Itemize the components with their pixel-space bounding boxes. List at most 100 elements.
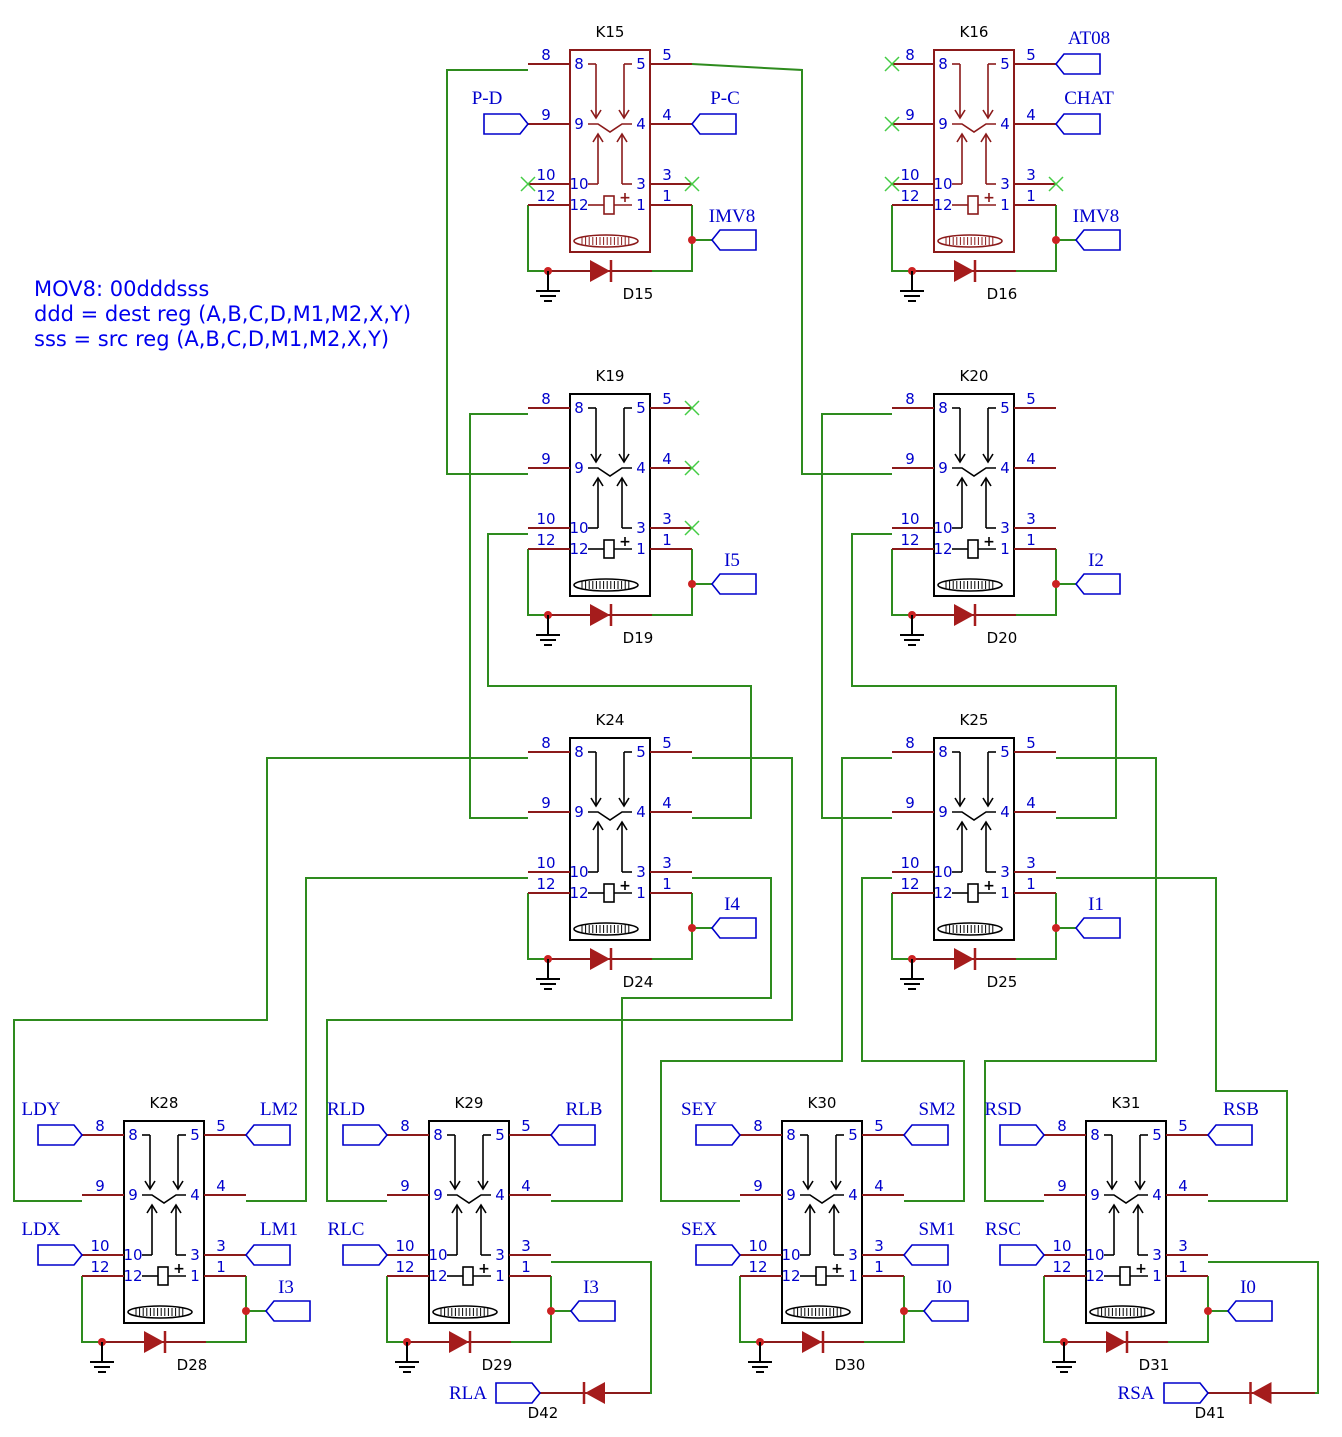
contact-arrow [592, 476, 604, 487]
pin-number-outer: 4 [662, 450, 672, 468]
contact-arrow [1108, 1203, 1120, 1214]
pin-number-inner: 8 [574, 55, 584, 73]
pin-number-inner: 4 [848, 1186, 858, 1204]
net-rsb-port [1206, 1124, 1253, 1146]
ground-symbol [395, 1342, 419, 1373]
pin-number-outer: 5 [662, 734, 672, 752]
pin-number-inner: 1 [1000, 196, 1010, 214]
wire-15 [1208, 1261, 1319, 1394]
coil-net-port [710, 229, 757, 251]
pin-number-inner: 10 [569, 175, 588, 193]
coil-symbol [603, 539, 615, 559]
pin-number-inner: 1 [1000, 884, 1010, 902]
pin-number-inner: 5 [1000, 743, 1010, 761]
diode-ref-label: D24 [623, 973, 654, 991]
pin-number-outer: 10 [395, 1237, 414, 1255]
contact-arrow [590, 797, 602, 808]
contact-arrow [828, 1203, 840, 1214]
pin-number-inner: 3 [848, 1246, 858, 1264]
junction-dot [1052, 236, 1060, 244]
contact-arrow [802, 1180, 814, 1191]
pin-number-inner: 9 [433, 1186, 443, 1204]
pin-number-outer: 10 [1052, 1237, 1071, 1255]
contact-common [952, 811, 996, 821]
pin-number-outer: 1 [662, 531, 672, 549]
net-rlc-port [342, 1244, 389, 1266]
net-label: P-C [710, 88, 740, 109]
diode-d25-triangle [954, 948, 974, 970]
diode-ref-label: D20 [987, 629, 1018, 647]
coil-plus: + [173, 1261, 185, 1277]
diode-d42-triangle [585, 1382, 605, 1404]
pin-number-inner: 3 [636, 519, 646, 537]
pin-number-outer: 4 [521, 1177, 531, 1195]
pin-number-inner: 4 [636, 803, 646, 821]
pin-number-outer: 8 [95, 1117, 105, 1135]
pin-number-inner: 5 [1000, 55, 1010, 73]
pin-number-inner: 9 [1090, 1186, 1100, 1204]
net-label: LM1 [260, 1219, 298, 1240]
diode-d15-triangle [590, 260, 610, 282]
wire-12 [984, 757, 1157, 1202]
pin-number-outer: 9 [400, 1177, 410, 1195]
diode-d30 [760, 1331, 864, 1353]
pin-number-inner: 12 [781, 1267, 800, 1285]
contact-arrow [980, 820, 992, 831]
relay-body [569, 393, 651, 597]
coil-net-label: I1 [1088, 894, 1104, 915]
coil-spring [573, 922, 639, 936]
contact-arrow [982, 109, 994, 120]
pin-number-inner: 10 [933, 519, 952, 537]
diode-d28-triangle [144, 1331, 164, 1353]
diode-ref-label: D42 [528, 1404, 559, 1422]
net-lm1-port [244, 1244, 291, 1266]
pin-number-outer: 9 [541, 794, 551, 812]
pin-number-outer: 10 [536, 510, 555, 528]
pin-number-inner: 8 [938, 55, 948, 73]
pin-number-outer: 12 [900, 531, 919, 549]
pin-number-inner: 5 [636, 743, 646, 761]
relay-body [933, 49, 1015, 253]
coil-symbol [603, 883, 615, 903]
net-label: LDX [21, 1219, 60, 1240]
pin-number-outer: 12 [900, 187, 919, 205]
relay-ref-label: K19 [596, 367, 625, 385]
relay-body [569, 49, 651, 253]
pin-number-inner: 5 [636, 399, 646, 417]
relay-body [569, 737, 651, 941]
diode-d24 [548, 948, 652, 970]
contact-common [588, 811, 632, 821]
coil-symbol [815, 1266, 827, 1286]
pin-number-outer: 12 [536, 187, 555, 205]
pin-number-inner: 12 [933, 884, 952, 902]
net-rsa-port [1163, 1382, 1210, 1404]
net-sey-port [695, 1124, 742, 1146]
pin-number-outer: 5 [1026, 46, 1036, 64]
net-label: SM2 [919, 1099, 956, 1120]
contact-arrow [956, 132, 968, 143]
diode-d31-triangle [1106, 1331, 1126, 1353]
coil-net-port [1074, 573, 1121, 595]
diode-d15 [548, 260, 652, 282]
pin-number-inner: 4 [1152, 1186, 1162, 1204]
junction-dot [688, 580, 696, 588]
pin-number-outer: 9 [905, 794, 915, 812]
pin-number-inner: 12 [569, 540, 588, 558]
pin-number-inner: 5 [848, 1126, 858, 1144]
pin-number-outer: 12 [1052, 1258, 1071, 1276]
contact-arrow [980, 476, 992, 487]
pin-number-outer: 8 [753, 1117, 763, 1135]
wire-8 [326, 757, 793, 1202]
pin-number-outer: 9 [541, 450, 551, 468]
ground-symbol [90, 1342, 114, 1373]
pin-number-inner: 10 [933, 863, 952, 881]
pin-number-outer: 4 [662, 794, 672, 812]
contact-arrow [954, 797, 966, 808]
diode-d24-triangle [590, 948, 610, 970]
relay-ref-label: K28 [150, 1094, 179, 1112]
coil-plus: + [619, 534, 631, 550]
diode-ref-label: D19 [623, 629, 654, 647]
contact-arrow [956, 476, 968, 487]
